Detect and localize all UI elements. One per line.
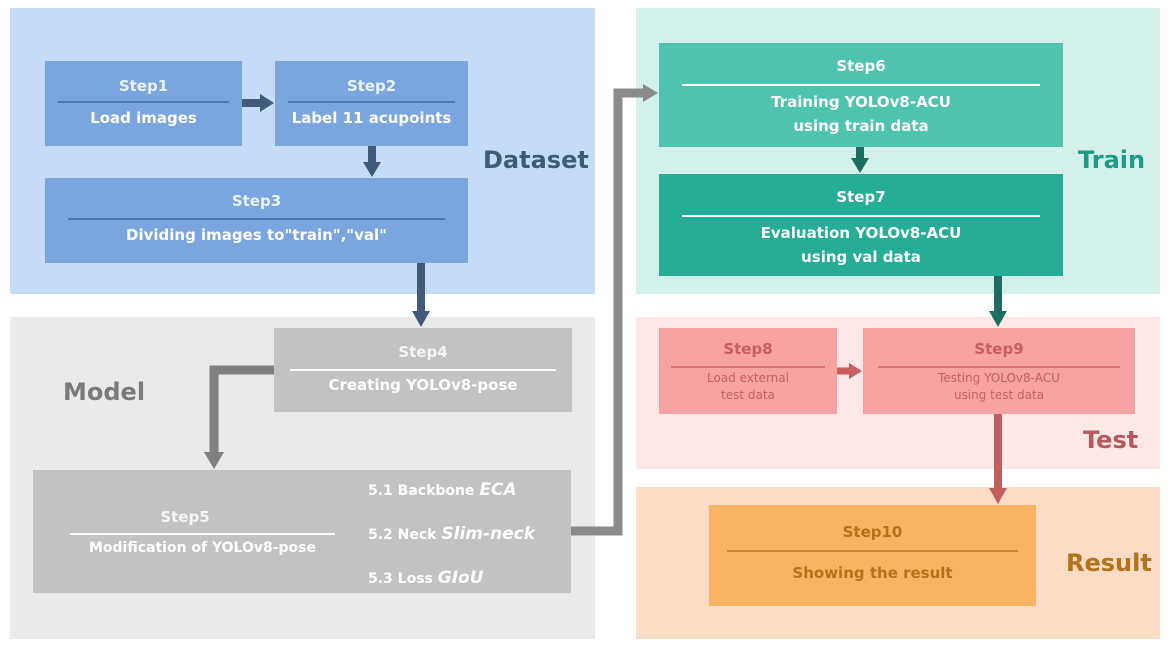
step5-divider — [70, 533, 335, 535]
step9-line-1: Testing YOLOv8-ACU — [938, 371, 1060, 385]
arrow-step1-to-step2 — [242, 94, 274, 112]
step6-divider — [682, 84, 1040, 86]
step7-divider — [682, 215, 1040, 217]
step5-item-neck-name: Slim-neck — [441, 524, 536, 544]
step4-title: Step4 — [398, 343, 448, 361]
step9-box: Step9 Testing YOLOv8-ACU using test data — [863, 328, 1135, 414]
step8-line-1: Load external — [707, 371, 789, 385]
step7-line-1: Evaluation YOLOv8-ACU — [760, 224, 962, 242]
step10-line-1: Showing the result — [792, 564, 953, 582]
step1-divider — [58, 101, 229, 103]
step4-divider — [290, 369, 556, 371]
step4-line-1: Creating YOLOv8-pose — [328, 376, 518, 394]
step5-title: Step5 — [160, 508, 210, 526]
test-section-label: Test — [1083, 426, 1139, 454]
step1-title: Step1 — [118, 77, 169, 95]
step5-box: Step5 Modification of YOLOv8-pose 5.1 Ba… — [33, 470, 571, 593]
step5-item-neck: 5.2 Neck Slim-neck — [368, 524, 535, 544]
step7-box: Step7 Evaluation YOLOv8-ACU using val da… — [659, 174, 1063, 276]
step3-divider — [68, 218, 445, 220]
arrow-step9-to-step10 — [989, 414, 1007, 504]
step2-divider — [288, 101, 455, 103]
step1-box: Step1 Load images — [45, 61, 242, 146]
step2-line-1: Label 11 acupoints — [291, 109, 452, 127]
arrow-step5-to-step6 — [571, 84, 658, 536]
step10-title: Step10 — [842, 523, 903, 541]
step3-box: Step3 Dividing images to"train","val" — [45, 178, 468, 263]
train-section-label: Train — [1078, 146, 1146, 174]
step5-item-backbone-name: ECA — [479, 480, 517, 500]
dataset-section-label: Dataset — [483, 146, 589, 174]
step7-title: Step7 — [836, 188, 886, 206]
step8-box: Step8 Load external test data — [659, 328, 837, 414]
step5-item-neck-label: 5.2 Neck — [368, 527, 437, 543]
step10-divider — [727, 550, 1018, 552]
step6-line-2: using train data — [793, 117, 929, 135]
arrow-step4-to-step5 — [204, 365, 274, 469]
step5-item-backbone-label: 5.1 Backbone — [368, 483, 475, 499]
step8-line-2: test data — [721, 388, 775, 402]
step5-item-backbone: 5.1 Backbone ECA — [368, 480, 517, 500]
step2-title: Step2 — [346, 77, 397, 95]
step5-item-loss: 5.3 Loss GIoU — [368, 568, 484, 588]
step6-line-1: Training YOLOv8-ACU — [771, 93, 951, 111]
step3-title: Step3 — [231, 192, 282, 210]
step4-box: Step4 Creating YOLOv8-pose — [274, 328, 572, 412]
step6-box: Step6 Training YOLOv8-ACU using train da… — [659, 43, 1063, 147]
step9-divider — [878, 366, 1120, 368]
step10-box: Step10 Showing the result — [709, 505, 1036, 606]
step8-divider — [671, 366, 825, 368]
step5-item-loss-name: GIoU — [437, 568, 484, 588]
step9-line-2: using test data — [953, 388, 1045, 402]
step5-line-1: Modification of YOLOv8-pose — [88, 540, 317, 556]
step2-box: Step2 Label 11 acupoints — [275, 61, 468, 146]
step1-line-1: Load images — [90, 109, 197, 127]
step5-item-loss-label: 5.3 Loss — [368, 571, 433, 587]
step7-line-2: using val data — [801, 248, 921, 266]
arrow-step2-to-step3 — [363, 146, 381, 177]
arrow-step8-to-step9 — [837, 363, 862, 379]
arrow-step6-to-step7 — [851, 147, 869, 173]
result-section-label: Result — [1066, 549, 1152, 577]
step6-title: Step6 — [836, 57, 886, 75]
arrow-step7-to-step9 — [989, 276, 1007, 327]
step8-title: Step8 — [723, 340, 773, 358]
arrow-step3-to-step4 — [412, 263, 430, 327]
step9-title: Step9 — [974, 340, 1024, 358]
model-section-label: Model — [63, 378, 146, 406]
step3-line-1: Dividing images to"train","val" — [126, 226, 387, 244]
